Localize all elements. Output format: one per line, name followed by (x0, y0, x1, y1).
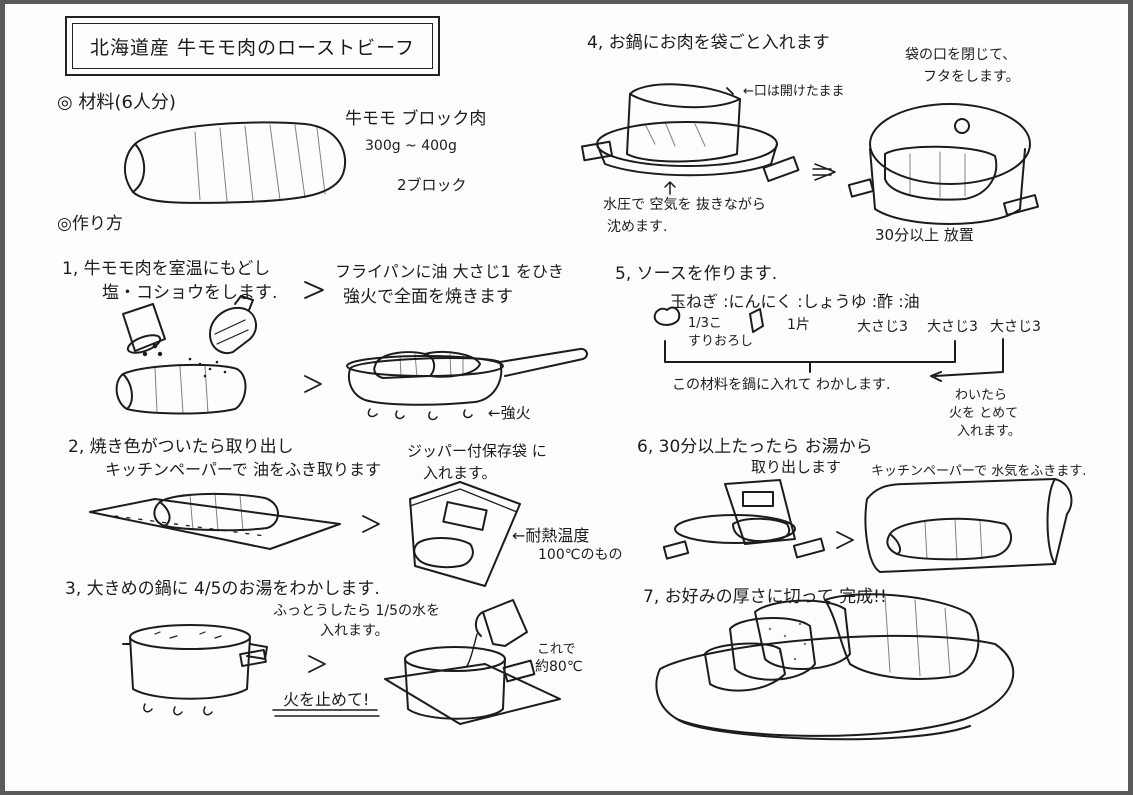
step6-line-b: 取り出します (751, 458, 842, 476)
paper-wrap-illustration (864, 478, 1073, 573)
heat-resistant-temp: 100℃のもの (538, 547, 623, 563)
flow-arrows (304, 87, 854, 673)
ingredient-count: 2ブロック (397, 176, 467, 194)
covered-pot-illustration (847, 103, 1040, 225)
step1-line-a: 1, 牛モモ肉を室温にもどし (62, 259, 271, 279)
open-bag-label: ←口は開けたまま (743, 84, 845, 99)
step2-line-c: ジッパー付保存袋 に (407, 442, 547, 460)
step6-line-a: 6, 30分以上たったら お湯から (637, 437, 873, 457)
beef-block-illustration (124, 121, 347, 204)
step2-line-b: キッチンペーパーで 油をふき取ります (105, 460, 381, 479)
lift-bag-illustration (662, 479, 826, 560)
sauce-ingredients: 玉ねぎ :にんにく :しょうゆ :酢 :油 (670, 292, 920, 311)
step7-line-a: 7, お好みの厚さに切って 完成!! (643, 587, 887, 607)
oil-amount: 大さじ3 (990, 319, 1041, 335)
step5-line-b: この材料を鍋に入れて わかします. (672, 377, 891, 393)
garlic-amount: 1片 (787, 317, 810, 333)
step3-line-a: 3, 大きめの鍋に 4/5のお湯をわかします. (65, 579, 380, 599)
illustrations (89, 83, 1073, 741)
soy-amount: 大さじ3 (857, 319, 908, 335)
step6-line-c: キッチンペーパーで 水気をふきます. (871, 464, 1087, 479)
vinegar-amount: 大さじ3 (927, 319, 978, 335)
frying-pan-illustration (346, 347, 588, 421)
step3-line-c: 入れます。 (320, 623, 389, 639)
step1-line-c: フライパンに油 大さじ1 をひき (335, 262, 564, 281)
step4-line-d: 袋の口を閉じて、 (905, 47, 1017, 63)
salt-pepper-illustration (115, 295, 257, 415)
underline-decoration (272, 709, 380, 717)
ingredients-heading: ◎ 材料(6人分) (57, 92, 176, 113)
step5-note-c: 入れます。 (957, 424, 1021, 439)
step5-note-b: 火を とめて (949, 406, 1019, 421)
time-label: 30分以上 放置 (875, 226, 974, 244)
step1-line-b: 塩・コショウをします. (102, 283, 278, 303)
zipper-bag-illustration (409, 481, 521, 587)
ingredient-weight: 300g ~ 400g (365, 138, 457, 154)
step5-line-a: 5, ソースを作ります. (615, 264, 778, 284)
sliced-beef-illustration (655, 593, 1015, 741)
onion-prep: すりおろし (688, 334, 754, 349)
heat-resistant-label: ←耐熱温度 (512, 526, 590, 545)
step4-line-b: 水圧で 空気を 抜きながら (603, 197, 766, 213)
pot-illustration (122, 624, 268, 716)
ingredient-name: 牛モモ ブロック肉 (345, 109, 487, 129)
step4-line-e: フタをします。 (923, 69, 1020, 85)
bag-in-pot-illustration (580, 83, 800, 195)
step1-line-d: 強火で全面を焼きます (343, 287, 513, 307)
pot-pitcher-illustration (384, 599, 561, 725)
paper-towel-illustration (89, 492, 341, 550)
title-box: 北海道産 牛モモ肉のローストビーフ (65, 16, 440, 76)
sauce-bracket-illustration (653, 306, 1004, 382)
step2-line-d: 入れます。 (423, 464, 497, 482)
step2-line-a: 2, 焼き色がついたら取り出し (68, 437, 294, 457)
temp-label-a: これで (537, 642, 576, 657)
page-title: 北海道産 牛モモ肉のローストビーフ (72, 23, 433, 69)
method-heading: ◎作り方 (57, 214, 123, 234)
temp-label-b: 約80℃ (535, 659, 583, 675)
step4-line-c: 沈めます. (607, 219, 668, 235)
heat-label: ←強火 (488, 404, 531, 422)
turn-off-heat-label: 火を止めて! (283, 690, 370, 709)
recipe-sheet: 北海道産 牛モモ肉のローストビーフ ◎ 材料(6人分) 牛モモ ブロック肉 30… (5, 4, 1128, 791)
step4-line-a: 4, お鍋にお肉を袋ごと入れます (587, 33, 830, 53)
step5-note-a: わいたら (955, 388, 1008, 403)
onion-amount: 1/3こ (688, 316, 722, 331)
step3-line-b: ふっとうしたら 1/5の水を (273, 603, 440, 619)
